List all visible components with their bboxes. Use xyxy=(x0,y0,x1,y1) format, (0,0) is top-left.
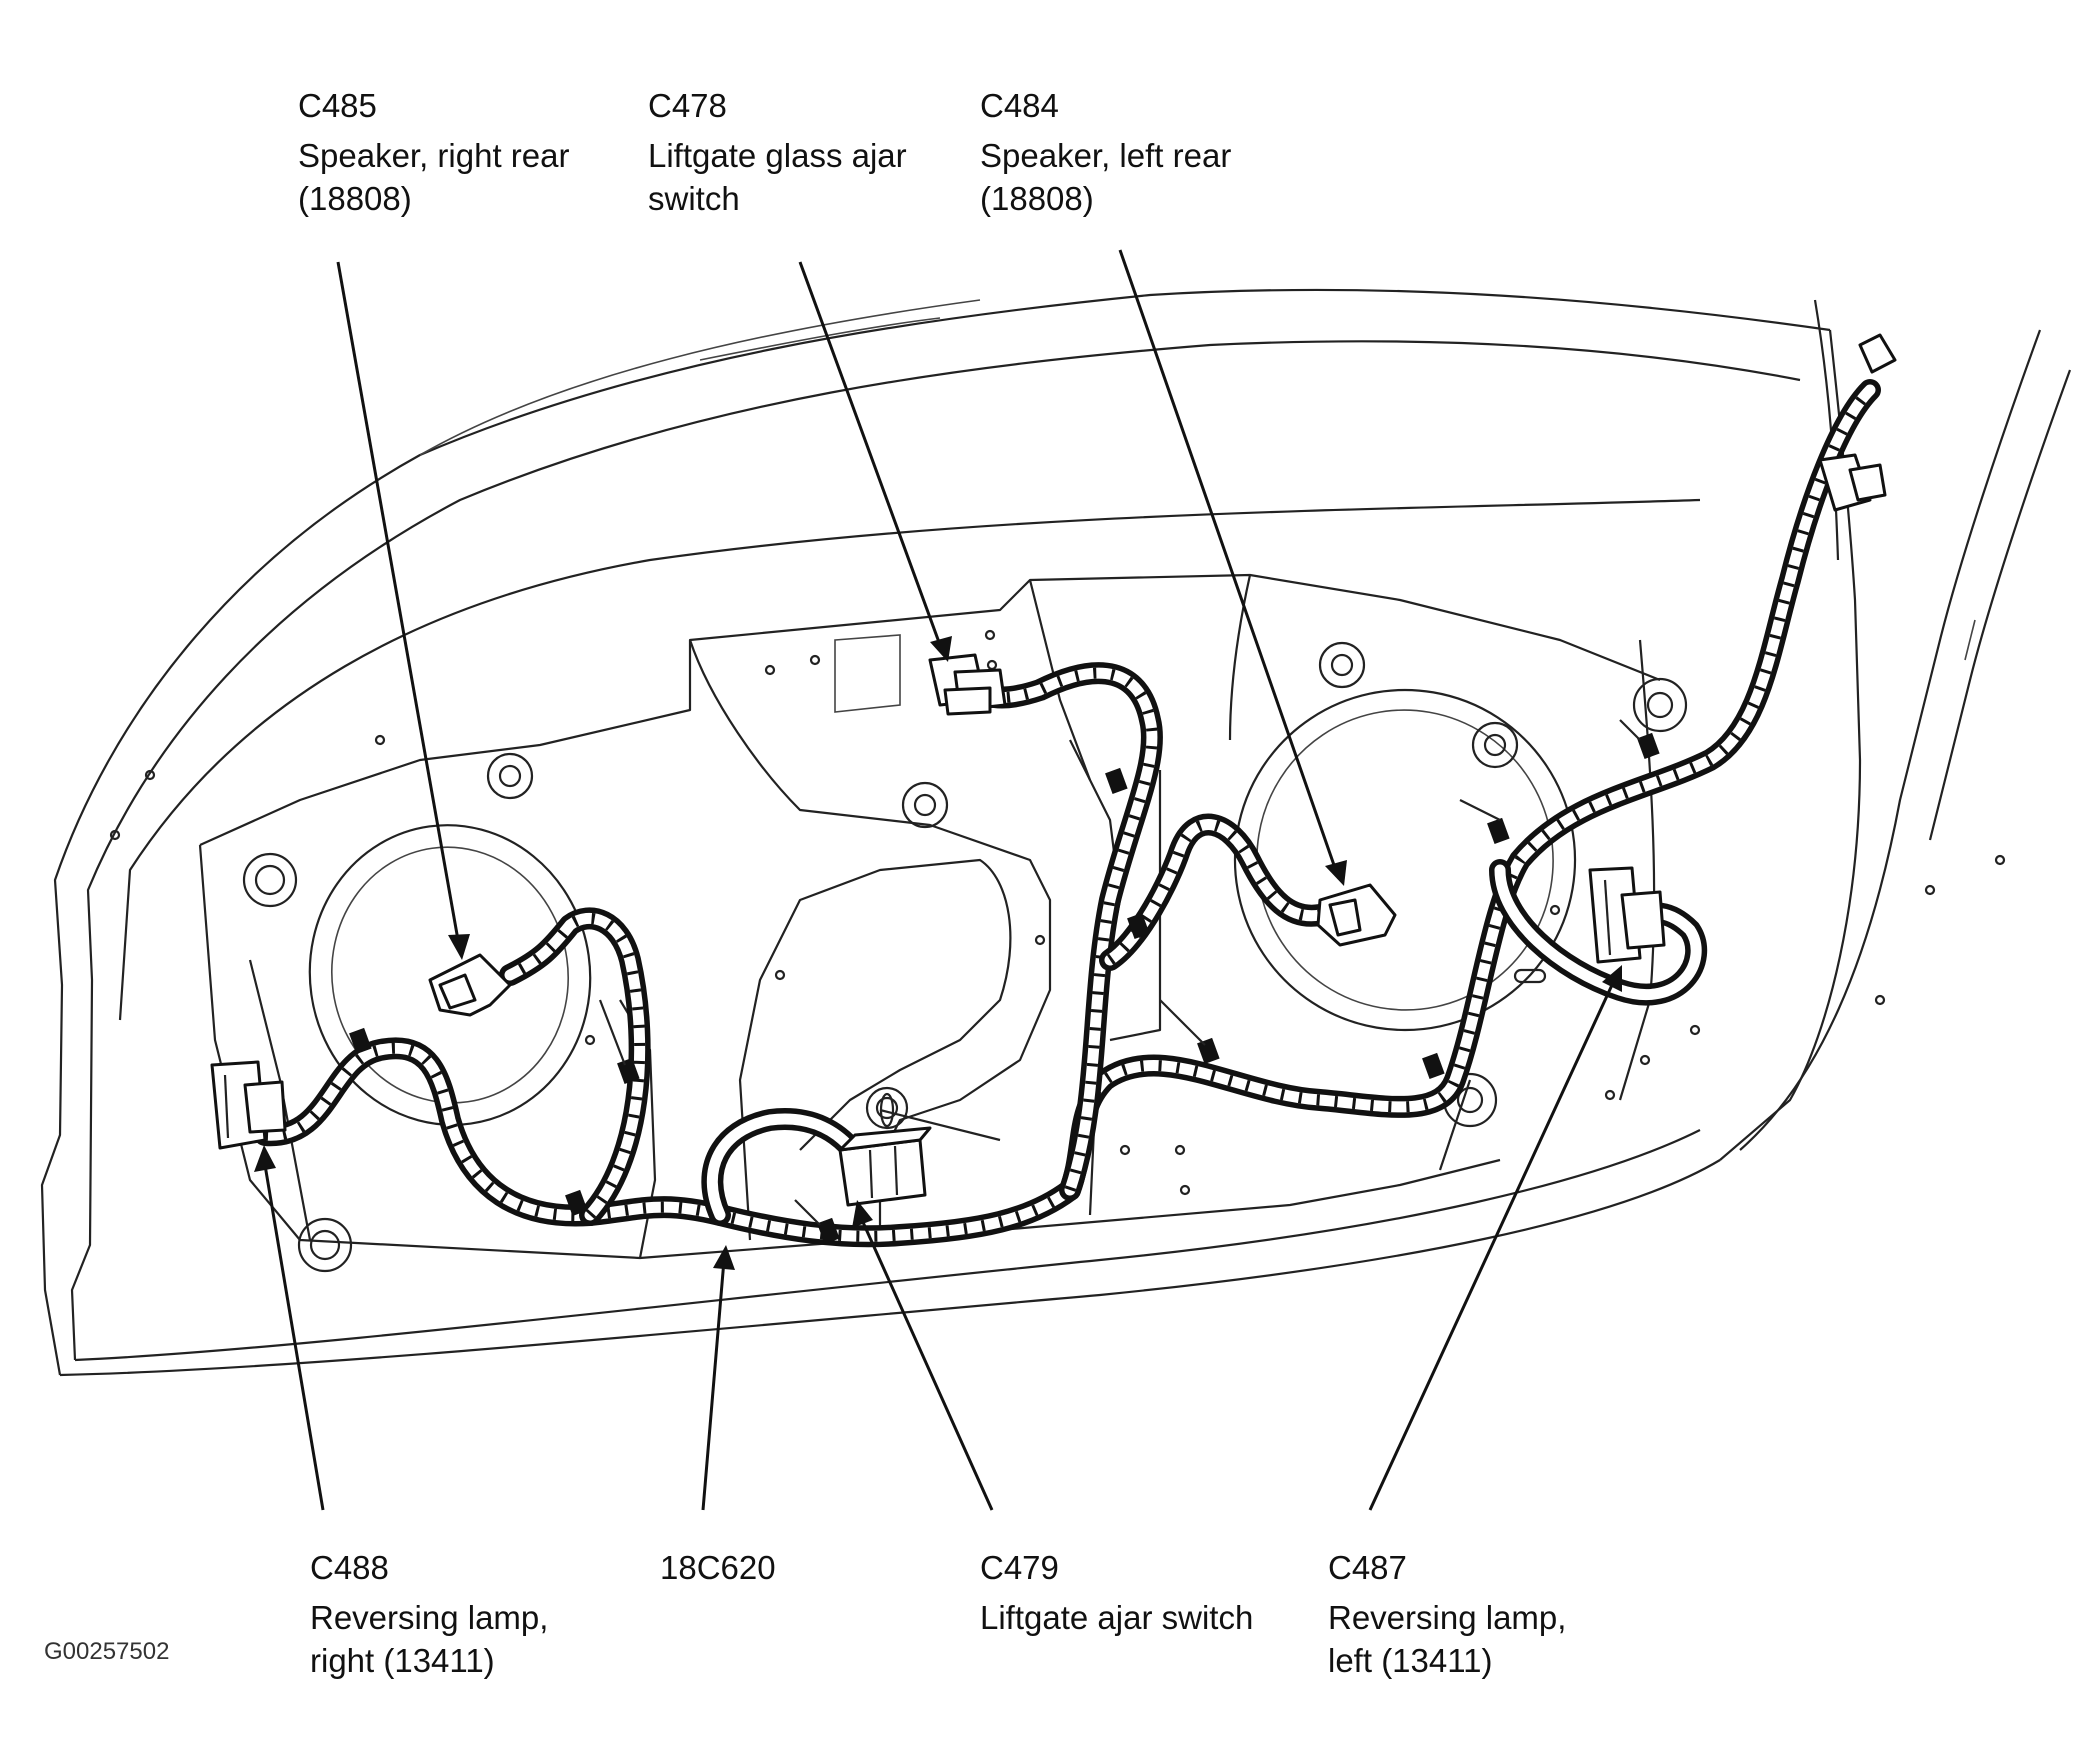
leader-c484 xyxy=(1118,249,1337,869)
callout-desc-line: (18808) xyxy=(980,180,1094,217)
callout-c479: C479 Liftgate ajar switch xyxy=(980,1546,1253,1639)
leader-c488 xyxy=(263,1164,325,1511)
figure-id: G00257502 xyxy=(44,1638,170,1665)
connector-c485 xyxy=(428,953,512,1017)
callout-c484: C484 Speaker, left rear (18808) xyxy=(980,84,1231,220)
callout-desc-line: switch xyxy=(648,180,740,217)
connector-upper-right xyxy=(1818,333,1897,512)
leader-harness xyxy=(701,1259,726,1511)
leader-c487 xyxy=(1368,984,1614,1511)
connector-c488 xyxy=(210,1060,287,1150)
callout-desc-line: (18808) xyxy=(298,180,412,217)
callout-c485: C485 Speaker, right rear (18808) xyxy=(298,84,569,220)
callout-desc-line: Speaker, right rear xyxy=(298,137,570,174)
callout-desc-line: Liftgate glass ajar xyxy=(648,137,907,174)
callout-code: C479 xyxy=(980,1549,1059,1586)
leader-c478 xyxy=(798,261,942,646)
leader-lines xyxy=(254,249,1622,1511)
liftgate-outline xyxy=(40,288,2072,1377)
panel-holes xyxy=(109,629,2006,1273)
callout-c488: C488 Reversing lamp, right (13411) xyxy=(310,1546,548,1682)
callout-desc-line: Reversing lamp, xyxy=(1328,1599,1567,1636)
connector-c479 xyxy=(838,1126,932,1207)
harness-18C620 xyxy=(254,379,1881,1248)
callout-desc-line: right (13411) xyxy=(310,1642,495,1679)
connector-c487 xyxy=(1588,866,1666,964)
callout-desc-line: Liftgate ajar switch xyxy=(980,1599,1254,1636)
callout-code: C478 xyxy=(648,87,727,124)
speaker-openings xyxy=(308,688,1577,1126)
callout-desc-line: left (13411) xyxy=(1328,1642,1493,1679)
callout-code: C487 xyxy=(1328,1549,1407,1586)
leader-c485 xyxy=(336,261,460,941)
callout-harness-18c620: 18C620 xyxy=(660,1546,776,1596)
leader-c479 xyxy=(860,1219,994,1511)
callout-desc-line: Reversing lamp, xyxy=(310,1599,549,1636)
callout-code: C488 xyxy=(310,1549,389,1586)
inner-panel-contour xyxy=(198,573,1661,1260)
harness-label: 18C620 xyxy=(660,1549,776,1586)
connector-c478 xyxy=(928,653,1007,716)
callout-c478: C478 Liftgate glass ajar switch xyxy=(648,84,907,220)
callout-c487: C487 Reversing lamp, left (13411) xyxy=(1328,1546,1566,1682)
callout-desc-line: Speaker, left rear xyxy=(980,137,1232,174)
callout-code: C484 xyxy=(980,87,1059,124)
connector-c484 xyxy=(1316,883,1397,947)
callout-code: C485 xyxy=(298,87,377,124)
